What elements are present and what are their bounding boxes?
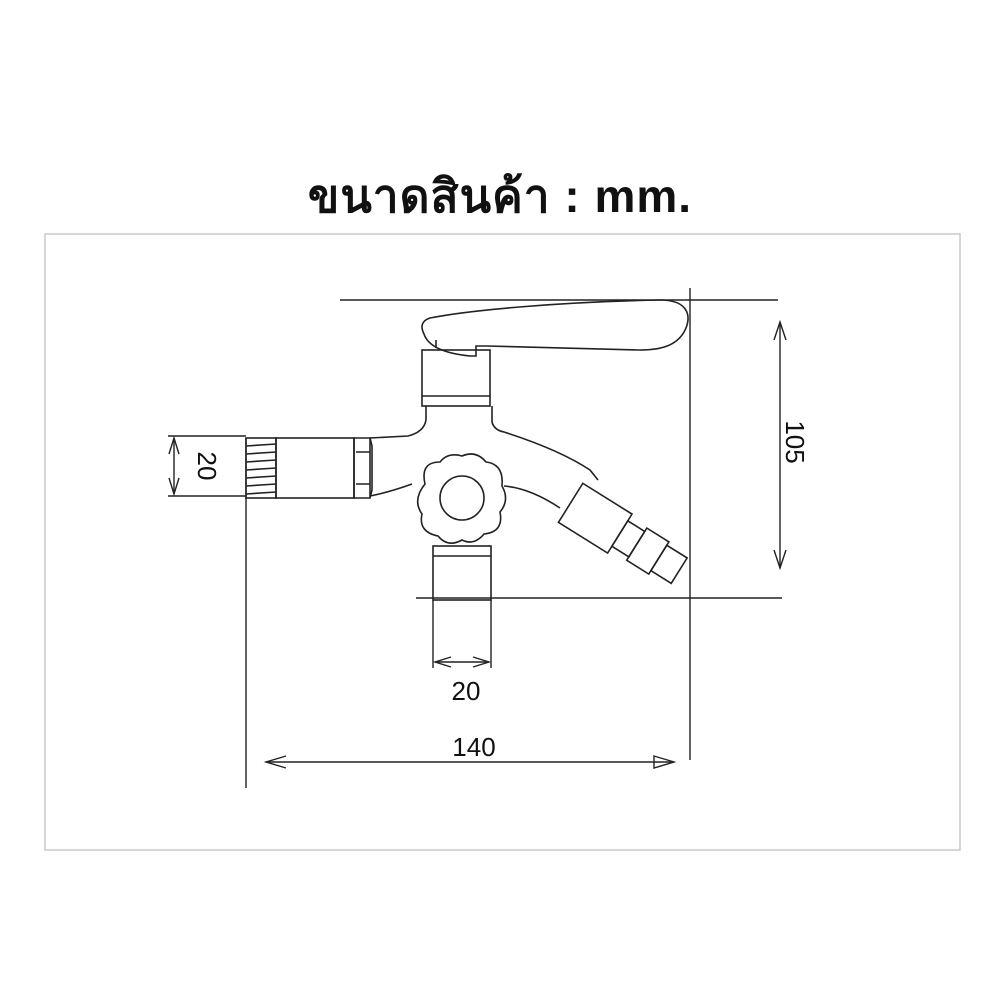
height-arrow-bottom: [773, 549, 787, 571]
valve-body: [369, 406, 599, 497]
inlet-arrow-bottom: [168, 477, 180, 497]
thread-lines: [245, 443, 277, 495]
spout: [557, 482, 689, 585]
spout-tip: [649, 544, 689, 585]
inlet-nut: [353, 437, 373, 499]
page-title: ขนาดสินค้า : mm.: [307, 170, 693, 222]
body-underside: [503, 485, 561, 509]
outlet-arrow-left: [432, 656, 452, 668]
width-arrow-left: [263, 755, 287, 769]
knob-hole: [439, 475, 485, 521]
faucet-outline: [245, 299, 689, 601]
center-knob: [416, 453, 507, 544]
inlet-arrow-top: [168, 435, 180, 455]
height-arrow-top: [773, 319, 787, 341]
inlet-diameter-label: 20: [192, 452, 222, 481]
dimension-lines: [168, 288, 787, 788]
drawing-frame: [44, 233, 961, 851]
outlet-arrow-right: [472, 656, 492, 668]
nut-lines: [356, 451, 370, 485]
width-label: 140: [452, 732, 495, 762]
height-label: 105: [780, 420, 810, 463]
outlet-diameter-label: 20: [452, 676, 481, 706]
valve-bonnet: [421, 349, 491, 407]
spout-nut: [557, 482, 634, 555]
lever-handle: [421, 299, 689, 357]
lower-outlet: [432, 545, 492, 601]
width-arrow-right: [653, 755, 677, 769]
inlet-pipe: [275, 437, 355, 499]
